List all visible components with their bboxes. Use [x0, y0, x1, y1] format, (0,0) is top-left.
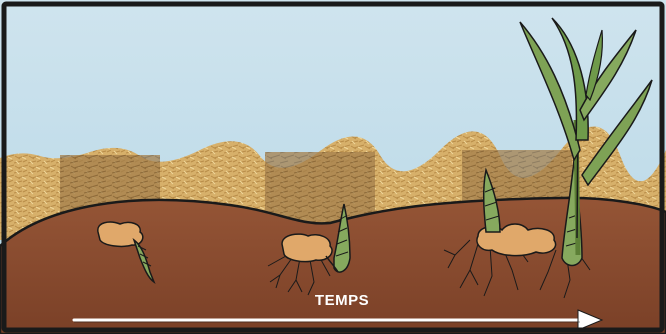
time-arrow-label: TEMPS [315, 292, 369, 309]
